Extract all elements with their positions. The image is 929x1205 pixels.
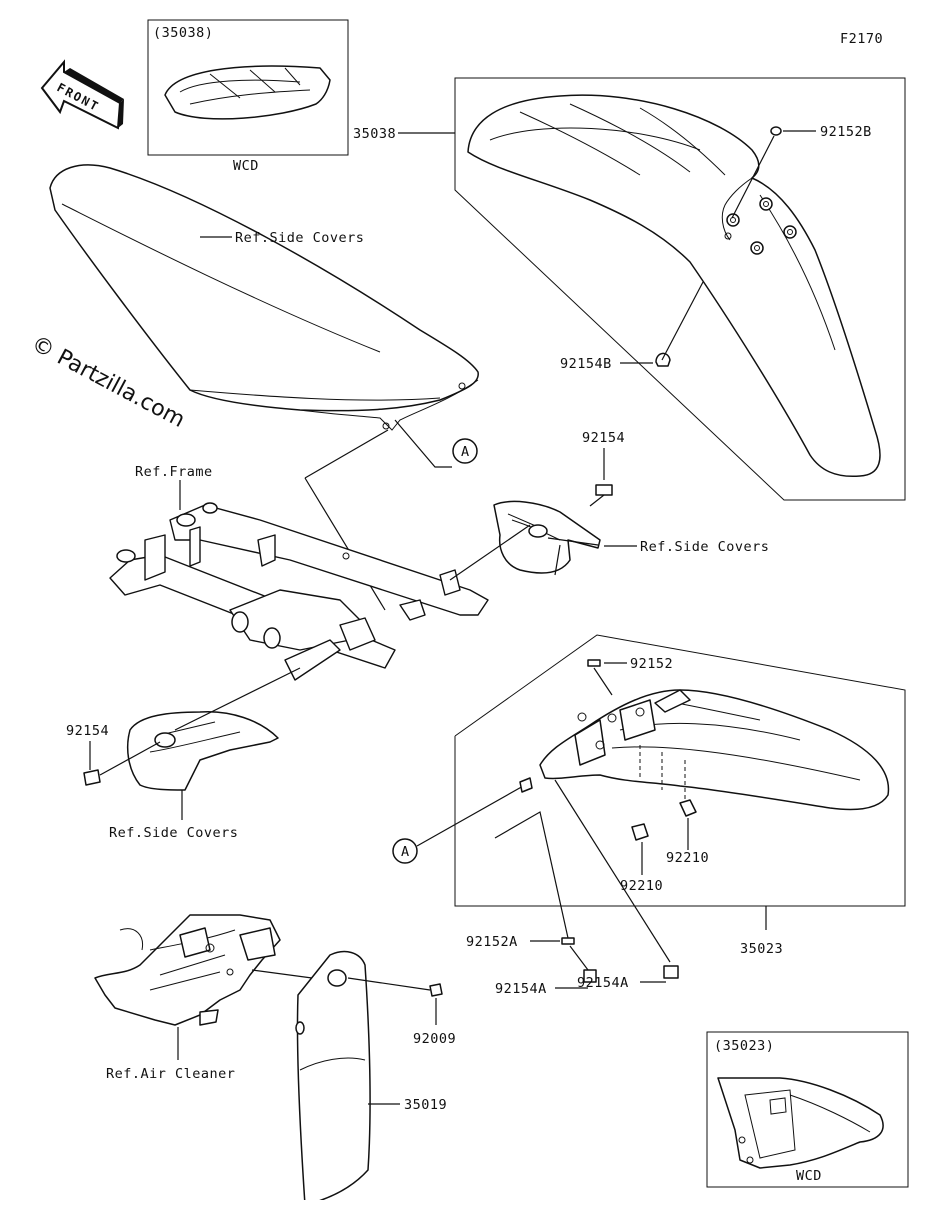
part-35023-label: 35023	[740, 941, 783, 957]
part-92152B-label: 92152B	[820, 124, 872, 140]
callout-a-top-label: A	[461, 444, 470, 460]
ref-side-covers-left-label: Ref.Side Covers	[109, 825, 238, 841]
part-35038-label: 35038	[353, 126, 396, 142]
part-35019-label: 35019	[404, 1097, 447, 1113]
frame: Ref.Frame	[109, 464, 489, 681]
inset-wcd-bottom-label: WCD	[796, 1168, 822, 1184]
part-92210-a-label: 92210	[666, 850, 709, 866]
inset-wcd-top-label: WCD	[233, 158, 259, 174]
rear-fender-group: 35023 92152 92210 92210 A	[392, 634, 906, 997]
ref-frame-label: Ref.Frame	[135, 464, 213, 480]
right-side-cover-group: 92154 Ref.Side Covers	[449, 430, 769, 581]
part-92152A-label: 92152A	[466, 934, 518, 950]
air-cleaner-group: Ref.Air Cleaner	[94, 914, 313, 1082]
part-92009-label: 92009	[413, 1031, 456, 1047]
part-92154B-label: 92154B	[560, 356, 612, 372]
ref-air-cleaner-label: Ref.Air Cleaner	[106, 1066, 235, 1082]
left-side-cover-group: 92154 Ref.Side Covers	[66, 667, 301, 841]
part-92154A-a-label: 92154A	[495, 981, 547, 997]
part-92152-label: 92152	[630, 656, 673, 672]
part-92154-left-label: 92154	[66, 723, 109, 739]
front-arrow-icon: FRONT	[40, 59, 124, 130]
front-fender-group: 35038 92152B 92154B	[353, 77, 906, 501]
part-92210-b-label: 92210	[620, 878, 663, 894]
callout-a-bottom-label: A	[401, 844, 410, 860]
seat: Ref.Side Covers	[49, 164, 479, 431]
diagram-id: F2170	[840, 31, 883, 47]
part-92154-right-label: 92154	[582, 430, 625, 446]
part-35019: 92009 35019	[295, 950, 456, 1205]
part-92154A-b-label: 92154A	[577, 975, 629, 991]
ref-side-covers-seat-label: Ref.Side Covers	[235, 230, 364, 246]
inset-35038-label: (35038)	[153, 25, 213, 41]
inset-35038-wcd: (35038) WCD	[147, 19, 349, 174]
callout-a-top: A	[304, 419, 478, 611]
inset-35023-wcd: (35023) WCD	[706, 1031, 909, 1188]
inset-35023-label: (35023)	[714, 1038, 774, 1054]
ref-side-covers-right-label: Ref.Side Covers	[640, 539, 769, 555]
